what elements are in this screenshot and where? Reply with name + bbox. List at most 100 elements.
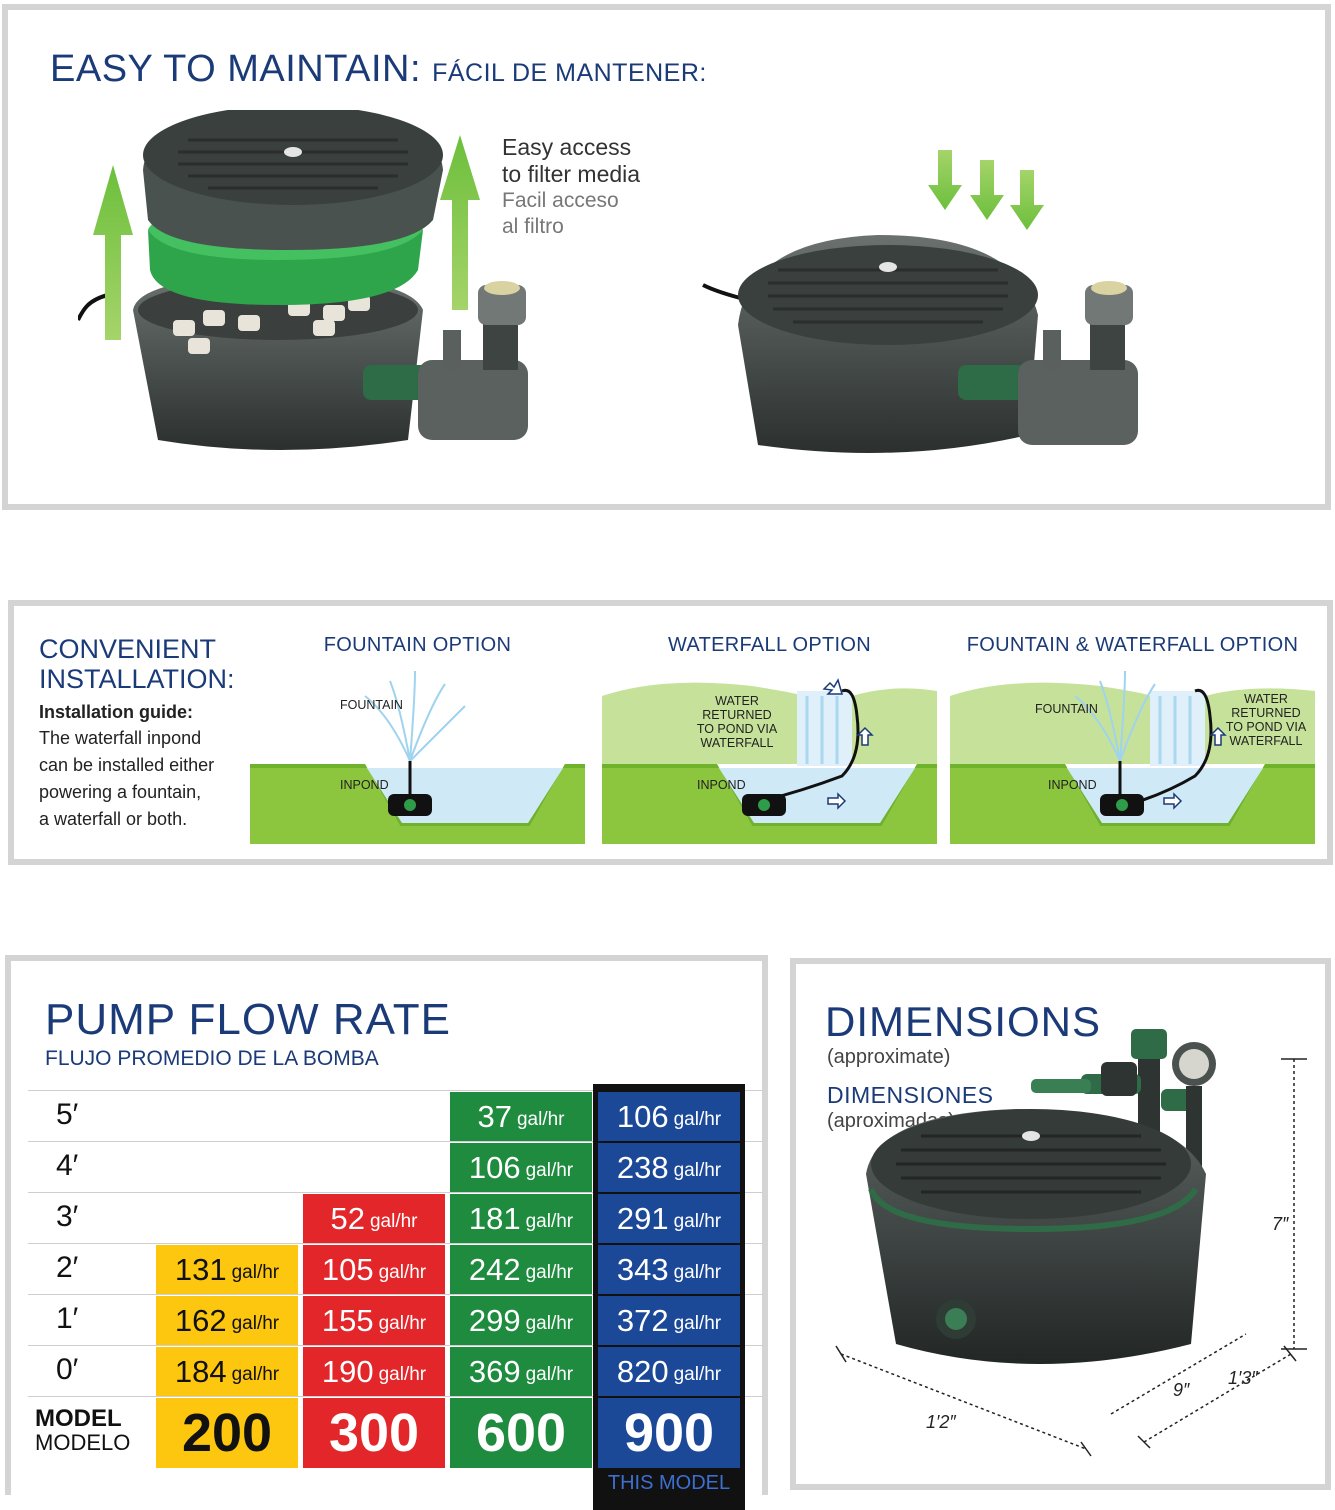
this-model-label: THIS MODEL: [607, 1472, 731, 1494]
closed-filter-illustration: [702, 150, 1138, 453]
fountain-label: FOUNTAIN: [1035, 702, 1098, 716]
dimensions-illustration: [835, 1029, 1307, 1457]
row-divider: [28, 1396, 763, 1397]
access-es-line1: Facil acceso: [502, 189, 619, 212]
flow-value: 190: [321, 1353, 374, 1389]
water-line: WATERFALL: [1229, 734, 1303, 748]
flow-value: 181: [468, 1200, 521, 1236]
flow-unit: gal/hr: [378, 1312, 427, 1334]
water-returned-label: WATER RETURNED TO POND VIA WATERFALL: [692, 694, 782, 750]
open-filter-illustration: [78, 110, 528, 450]
flow-value: 106: [616, 1098, 669, 1134]
flow-unit: gal/hr: [673, 1108, 722, 1130]
flow-value: 162: [174, 1302, 227, 1338]
fountain-waterfall-option-title: FOUNTAIN & WATERFALL OPTION: [966, 634, 1299, 656]
dimensions-title-es: DIMENSIONES: [827, 1082, 994, 1108]
row-divider: [28, 1192, 763, 1193]
water-line: WATERFALL: [700, 736, 774, 750]
flow-unit: gal/hr: [525, 1159, 574, 1181]
guide-line: a waterfall or both.: [39, 809, 188, 829]
flow-unit: gal/hr: [673, 1261, 722, 1283]
access-es-line2: al filtro: [502, 215, 564, 238]
up-arrow-icon: [440, 135, 480, 310]
water-line: WATER: [715, 694, 759, 708]
waterfall-option-title: WATERFALL OPTION: [668, 634, 871, 656]
down-arrow-icon: [970, 160, 1004, 220]
flow-value: 131: [174, 1251, 227, 1287]
flow-value: 299: [468, 1302, 521, 1338]
flow-unit: gal/hr: [525, 1261, 574, 1283]
flow-unit: gal/hr: [525, 1210, 574, 1232]
row-divider: [28, 1243, 763, 1244]
flow-value: 238: [616, 1149, 669, 1185]
height-label: 1′: [56, 1302, 79, 1335]
flow-unit: gal/hr: [673, 1312, 722, 1334]
fountain-label: FOUNTAIN: [340, 698, 403, 712]
model-label-es: MODELO: [35, 1430, 131, 1455]
guide-line: The waterfall inpond: [39, 728, 202, 748]
waterfall-option-scene: WATER RETURNED TO POND VIA WATERFALL INP…: [602, 666, 937, 844]
flow-unit: gal/hr: [231, 1261, 280, 1283]
flow-value: 155: [321, 1302, 374, 1338]
flow-unit: gal/hr: [231, 1363, 280, 1385]
flow-subtitle: FLUJO PROMEDIO DE LA BOMBA: [45, 1047, 379, 1070]
up-arrow-icon: [93, 165, 133, 340]
flow-value: 242: [468, 1251, 521, 1287]
fountain-option-title: FOUNTAIN OPTION: [323, 634, 512, 656]
water-returned-label: WATER RETURNED TO POND VIA WATERFALL: [1220, 692, 1312, 748]
water-line: WATER: [1244, 692, 1288, 706]
flow-rate-panel: PUMP FLOW RATE FLUJO PROMEDIO DE LA BOMB…: [5, 955, 768, 1510]
height-dimension: 7″: [1272, 1214, 1289, 1234]
height-label: 4′: [56, 1149, 79, 1182]
flow-unit: gal/hr: [673, 1159, 722, 1181]
depth2-dimension: 1′3″: [1228, 1368, 1258, 1388]
installation-panel: CONVENIENT INSTALLATION: Installation gu…: [8, 600, 1333, 865]
down-arrow-icon: [928, 150, 962, 210]
depth-dimension: 9″: [1173, 1380, 1190, 1400]
height-label: 0′: [56, 1353, 79, 1386]
flow-unit: gal/hr: [673, 1363, 722, 1385]
access-caption: Easy access to filter media Facil acceso…: [502, 134, 640, 240]
flow-unit: gal/hr: [673, 1210, 722, 1232]
flow-unit: gal/hr: [525, 1312, 574, 1334]
installation-guide: Installation guide: The waterfall inpond…: [39, 702, 239, 833]
height-label: 5′: [56, 1098, 79, 1131]
flow-value: 291: [616, 1200, 669, 1236]
water-line: RETURNED: [702, 708, 772, 722]
row-divider: [28, 1141, 763, 1142]
water-line: TO POND VIA: [696, 722, 778, 736]
row-divider: [28, 1345, 763, 1346]
width-dimension: 1′2″: [926, 1412, 956, 1432]
flow-unit: gal/hr: [516, 1108, 565, 1130]
maintain-title: EASY TO MAINTAIN:: [50, 48, 422, 90]
water-line: RETURNED: [1231, 706, 1301, 720]
installation-heading: CONVENIENT INSTALLATION:: [39, 634, 235, 694]
flow-value: 106: [468, 1149, 521, 1185]
inpond-label: INPOND: [1048, 778, 1097, 792]
fountain-waterfall-option-scene: FOUNTAIN WATER RETURNED TO POND VIA WATE…: [950, 666, 1315, 844]
flow-unit: gal/hr: [231, 1312, 280, 1334]
dimensions-panel: DIMENSIONS (approximate) DIMENSIONES (ap…: [790, 958, 1331, 1490]
water-line: TO POND VIA: [1225, 720, 1307, 734]
flow-value: 37: [477, 1098, 512, 1134]
row-divider: [28, 1090, 763, 1091]
guide-line: can be installed either: [39, 755, 215, 775]
flow-unit: gal/hr: [369, 1210, 418, 1232]
maintain-heading: EASY TO MAINTAIN: FÁCIL DE MANTENER:: [50, 48, 707, 91]
access-en-line2: to filter media: [502, 161, 641, 187]
